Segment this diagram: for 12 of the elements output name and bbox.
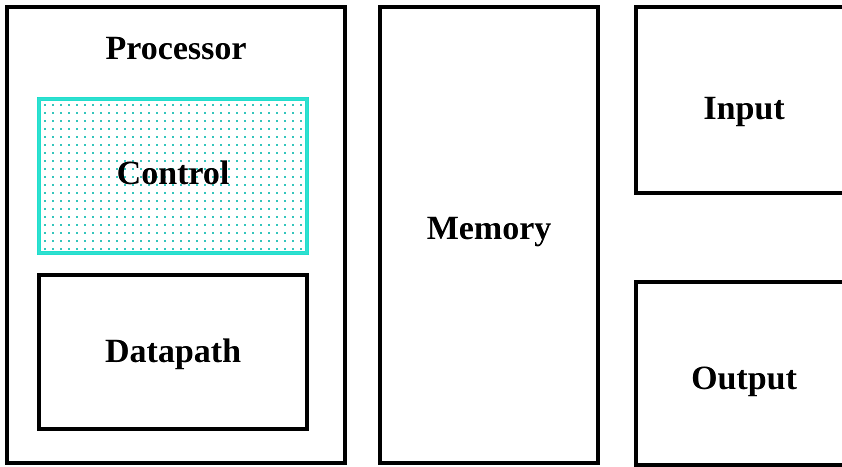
box-label: Processor	[104, 29, 248, 69]
box-label: Input	[702, 89, 786, 129]
box-label: Datapath	[104, 332, 242, 372]
datapath-box	[37, 273, 309, 431]
processor-box	[5, 5, 347, 465]
control-box	[37, 97, 309, 255]
box-label: Memory	[426, 209, 552, 249]
input-box	[634, 5, 842, 195]
output-box	[634, 280, 842, 467]
memory-box	[378, 5, 600, 465]
box-label: Control	[116, 154, 230, 194]
box-label: Output	[690, 359, 798, 399]
